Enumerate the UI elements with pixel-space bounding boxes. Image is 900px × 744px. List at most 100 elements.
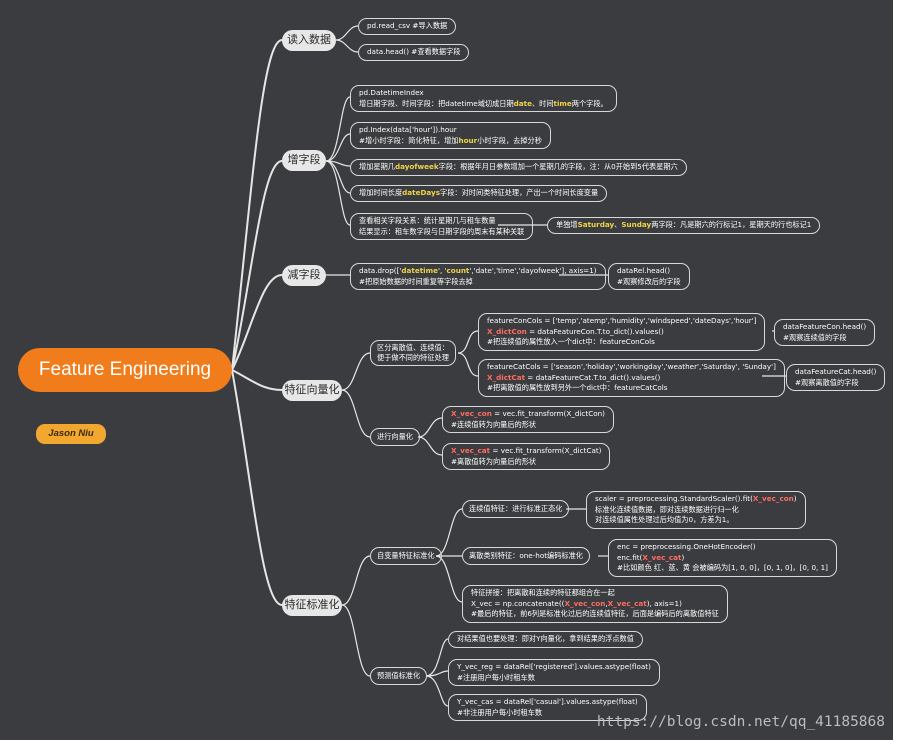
text: 、 [614, 220, 622, 229]
feature-con-cols-node[interactable]: featureConCols = ['temp','atemp','humidi… [478, 313, 766, 351]
datarel-head-node[interactable]: dataRel.head() #观察修改后的字段 [608, 263, 690, 290]
keyword-date: date [513, 98, 532, 108]
vec-cat-line1: X_vec_cat = vec.fit_transform(X_dictCat) [451, 446, 601, 457]
branch-read-label: 读入数据 [287, 33, 331, 47]
text: 字段：根据年月日参数增加一个星期几的字段，注：从0开始到5代表星期六 [438, 162, 678, 171]
target-standardize-node[interactable]: 预测值标准化 [370, 667, 428, 685]
branch-vectorize[interactable]: 特征向量化 [282, 380, 342, 401]
weekend-fields-node[interactable]: 单独增Saturday、Sunday两字段：凡是期六的行标记1，星期天的行也标记… [547, 217, 821, 234]
text: = dataFeatureCon.T.to_dict().values() [526, 326, 664, 336]
text: 增加星期几 [359, 162, 395, 171]
read-csv-node[interactable]: pd.read_csv #导入数据 [358, 18, 457, 35]
split-con-cat-node[interactable]: 区分离散值、连续值： 便于做不同的特征处理 [370, 340, 456, 366]
text: ) [681, 552, 685, 562]
relation-node[interactable]: 查看相关字段关系：统计星期几与租车数量 结果显示：租车数字段与日期字段的周末有某… [350, 213, 534, 240]
target-process-text: 对结果值也要处理：即对Y向量化，拿到结果的浮点数值 [457, 634, 634, 643]
author-name: Jason Niu [48, 427, 94, 439]
read-csv-text: pd.read_csv #导入数据 [367, 21, 448, 30]
keyword-x-dictcon: X_dictCon [487, 326, 527, 336]
text: 单独增 [556, 220, 578, 229]
target-process-node[interactable]: 对结果值也要处理：即对Y向量化，拿到结果的浮点数值 [448, 631, 643, 648]
y-vec-cas-node[interactable]: Y_vec_cas = dataRel['casual'].values.ast… [448, 694, 647, 721]
cat-head-line1: dataFeatureCat.head() [795, 367, 877, 376]
text: 、时间 [531, 98, 554, 108]
feature-standardize-node[interactable]: 自变量特征标准化 [370, 547, 442, 565]
data-drop-line2: #把原始数据的时间重复等字段去掉 [359, 276, 473, 286]
text: ', ' [437, 266, 447, 275]
encoder-node[interactable]: enc = preprocessing.OneHotEncoder() enc.… [608, 539, 837, 577]
keyword-x-vec-cat: X_vec_cat [607, 598, 647, 608]
text: 增加时间长度 [359, 188, 403, 197]
onehot-label: 离散类别特征：one-hot编码标准化 [469, 550, 583, 560]
keyword-hour: hour [458, 135, 478, 145]
cat-head-line2: #观察离散值的字段 [795, 377, 859, 387]
concat-line2: X_vec = np.concatenate((X_vec_con,X_vec_… [471, 599, 719, 610]
relation-line2: 结果显示：租车数字段与日期字段的周末有某种关联 [359, 226, 525, 236]
branch-standardize-label: 特征标准化 [284, 598, 340, 612]
concat-line1: 特征拼接：把离散和连续的特征都组合在一起 [471, 588, 615, 597]
feature-con-head-node[interactable]: dataFeatureCon.head() #观察连续值的字段 [774, 319, 876, 346]
scaler-line3: 对连续值属性处理过后均值为0，方差为1。 [595, 515, 734, 524]
feature-cat-cols-node[interactable]: featureCatCols = ['season','holiday','wo… [478, 359, 785, 397]
branch-read-data[interactable]: 读入数据 [282, 30, 336, 51]
y-vec-reg-line1: Y_vec_reg = dataRel['registered'].values… [457, 662, 651, 671]
feature-cat-line2: X_dictCat = dataFeatureCat.T.to_dict().v… [487, 373, 776, 384]
concat-node[interactable]: 特征拼接：把离散和连续的特征都组合在一起 X_vec = np.concaten… [462, 585, 728, 623]
text: , [605, 598, 608, 608]
branch-drop-label: 减字段 [287, 268, 321, 282]
text: = vec.fit_transform(X_dictCon) [491, 409, 605, 418]
text: = dataFeatureCat.T.to_dict().values() [525, 372, 661, 382]
split-line1: 区分离散值、连续值： [377, 342, 449, 352]
datetime-index-node[interactable]: pd.DatetimeIndex 增日期字段、时间字段：把datetime域切成… [350, 85, 617, 112]
keyword-x-vec-cat: X_vec_cat [642, 552, 682, 562]
text: 增日期字段、时间字段：把datetime域切成日期 [359, 98, 514, 108]
continuous-normalize-node[interactable]: 连续值特征：进行标准正态化 [462, 500, 570, 518]
data-drop-node[interactable]: data.drop(['datetime', 'count','date','t… [350, 263, 606, 290]
hour-index-line2: #增小时字段：简化特征，增加hour小时字段，去掉分秒 [359, 136, 542, 147]
feature-cat-line1: featureCatCols = ['season','holiday','wo… [487, 362, 776, 371]
con-head-line2: #观察连续值的字段 [783, 332, 847, 342]
text: 字段：对时间类特征处理，产出一个时间长度变量 [440, 188, 599, 197]
do-vectorize-node[interactable]: 进行向量化 [370, 428, 420, 446]
datarel-head-line2: #观察修改后的字段 [617, 276, 681, 286]
vec-cat-line2: #离散值转为向量后的形状 [451, 456, 537, 466]
keyword-saturday: Saturday [577, 220, 615, 229]
onehot-node[interactable]: 离散类别特征：one-hot编码标准化 [462, 547, 590, 565]
scaler-node[interactable]: scaler = preprocessing.StandardScaler().… [586, 491, 806, 529]
hour-index-node[interactable]: pd.Index(data['hour']).hour #增小时字段：简化特征，… [350, 122, 551, 149]
vec-con-node[interactable]: X_vec_con = vec.fit_transform(X_dictCon)… [442, 406, 614, 433]
feature-con-line3: #把连续值的属性放入一个dict中：featureConCols [487, 337, 655, 346]
relation-line1: 查看相关字段关系：统计星期几与租车数量 [359, 216, 496, 225]
keyword-x-vec-con: X_vec_con [564, 598, 606, 608]
feature-cat-line3: #把离散值的属性放到另外一个dict中：featureCatCols [487, 383, 668, 392]
author-badge: Jason Niu [36, 424, 106, 444]
feature-cat-head-node[interactable]: dataFeatureCat.head() #观察离散值的字段 [786, 364, 886, 391]
y-vec-reg-node[interactable]: Y_vec_reg = dataRel['registered'].values… [448, 659, 660, 686]
encoder-line1: enc = preprocessing.OneHotEncoder() [617, 542, 756, 551]
vec-con-line1: X_vec_con = vec.fit_transform(X_dictCon) [451, 409, 605, 420]
scaler-line2: 标准化连续值数据，即对连续数据进行归一化 [595, 504, 739, 514]
keyword-time: time [553, 98, 572, 108]
branch-standardize[interactable]: 特征标准化 [282, 595, 342, 616]
keyword-count: count [446, 266, 470, 275]
data-head-node[interactable]: data.head() #查看数据字段 [358, 44, 470, 61]
datedays-node[interactable]: 增加时间长度dateDays字段：对时间类特征处理，产出一个时间长度变量 [350, 185, 608, 202]
datarel-head-line1: dataRel.head() [617, 266, 671, 275]
root-topic[interactable]: Feature Engineering [18, 348, 232, 392]
vec-cat-node[interactable]: X_vec_cat = vec.fit_transform(X_dictCat)… [442, 443, 611, 470]
branch-add-label: 增字段 [287, 153, 321, 167]
text: = vec.fit_transform(X_dictCat) [490, 446, 602, 455]
branch-drop-fields[interactable]: 减字段 [282, 265, 326, 286]
data-drop-line1: data.drop(['datetime', 'count','date','t… [359, 266, 597, 277]
text: data.drop([' [359, 266, 402, 275]
keyword-x-vec-con: X_vec_con [752, 494, 794, 503]
target-standardize-label: 预测值标准化 [377, 670, 421, 680]
keyword-sunday: Sunday [621, 220, 652, 229]
branch-add-fields[interactable]: 增字段 [282, 150, 326, 171]
feature-con-line2: X_dictCon = dataFeatureCon.T.to_dict().v… [487, 327, 756, 338]
text: scaler = preprocessing.StandardScaler().… [595, 494, 753, 503]
split-line2: 便于做不同的特征处理 [377, 353, 449, 362]
text: #增小时字段：简化特征，增加 [359, 135, 459, 145]
dayofweek-node[interactable]: 增加星期几dayofweek字段：根据年月日参数增加一个星期几的字段，注：从0开… [350, 159, 687, 176]
